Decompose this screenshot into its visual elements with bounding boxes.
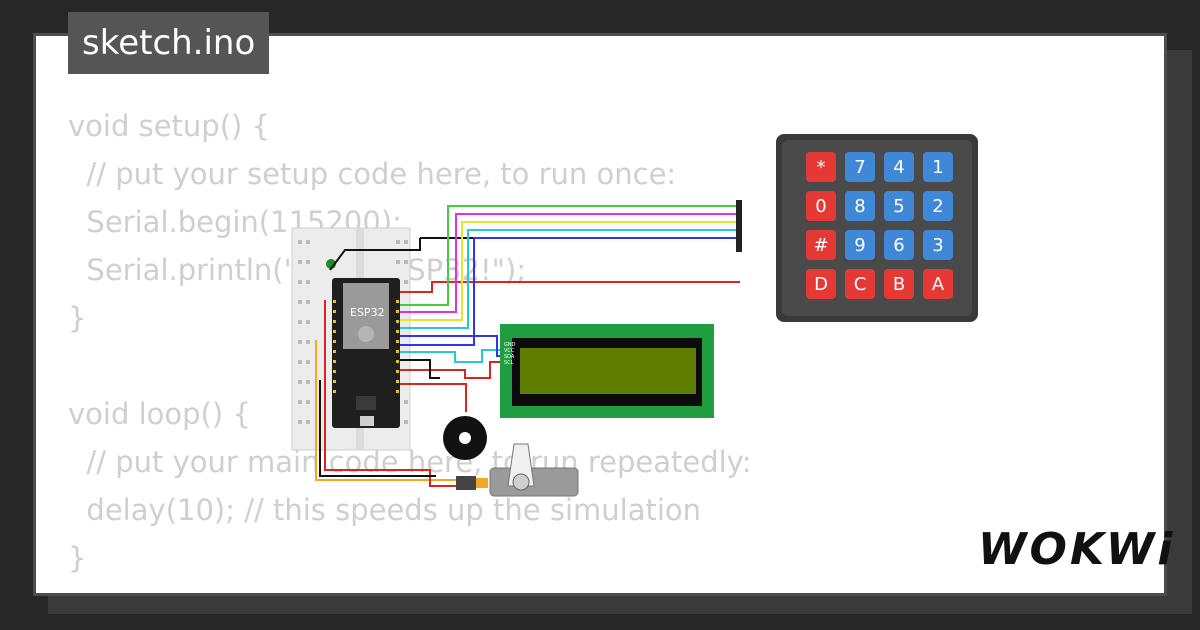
lcd-pin-gnd: GND	[504, 342, 516, 348]
file-tab[interactable]: sketch.ino	[68, 12, 270, 74]
keypad-key-3[interactable]: 3	[923, 230, 953, 260]
keypad-key-A[interactable]: A	[923, 269, 953, 299]
keypad-key-label: *	[817, 157, 826, 178]
wires	[315, 205, 740, 487]
esp32-board[interactable]: ESP32	[332, 278, 400, 428]
keypad-key-label: 7	[854, 157, 865, 178]
code-line: }	[68, 541, 87, 575]
keypad-key-label: 4	[893, 157, 904, 178]
lcd-display[interactable]: GND VCC SDA SCL	[500, 324, 714, 418]
lcd-pin-scl: SCL	[504, 360, 514, 366]
keypad-key-label: 5	[893, 196, 904, 217]
wokwi-logo: WOKWi	[978, 524, 1176, 575]
code-preview: void setup() { // put your setup code he…	[68, 102, 752, 582]
keypad-key-label: 1	[932, 157, 943, 178]
lcd-pin-vcc: VCC	[504, 348, 515, 354]
keypad-key-B[interactable]: B	[884, 269, 914, 299]
keypad-key-D[interactable]: D	[806, 269, 836, 299]
code-line: // put your setup code here, to run once…	[68, 157, 677, 191]
keypad-key-label: A	[932, 274, 945, 295]
keypad-key-label: 8	[854, 196, 865, 217]
code-line: void setup() {	[68, 109, 270, 143]
preview-card	[33, 33, 1167, 596]
keypad-key-label: 9	[854, 235, 865, 256]
code-line: void loop() {	[68, 397, 251, 431]
keypad-key-label: D	[814, 274, 828, 295]
keypad-key-4[interactable]: 4	[884, 152, 914, 182]
code-line: delay(10); // this speeds up the simulat…	[68, 493, 702, 527]
keypad-key-label: 2	[932, 196, 943, 217]
keypad-key-C[interactable]: C	[845, 269, 875, 299]
keypad-key-2[interactable]: 2	[923, 191, 953, 221]
keypad-key-label: 6	[893, 235, 904, 256]
servo-motor[interactable]	[456, 443, 579, 497]
keypad-key-label: C	[854, 274, 867, 295]
keypad-key-6[interactable]: 6	[884, 230, 914, 260]
esp32-label: ESP32	[350, 306, 385, 319]
keypad-key-1[interactable]: 1	[923, 152, 953, 182]
keypad-key-8[interactable]: 8	[845, 191, 875, 221]
keypad-key-label: B	[893, 274, 905, 295]
buzzer[interactable]	[443, 416, 487, 460]
keypad-key-0[interactable]: 0	[806, 191, 836, 221]
keypad-key-label: 3	[932, 235, 943, 256]
keypad-key-label: #	[813, 235, 828, 256]
code-line: }	[68, 301, 87, 335]
lcd-pin-sda: SDA	[504, 354, 515, 360]
keypad-key-label: 0	[815, 196, 826, 217]
code-line: // put your main code here, to run repea…	[68, 445, 752, 479]
keypad-key-#[interactable]: #	[806, 230, 836, 260]
keypad-key-*[interactable]: *	[806, 152, 836, 182]
keypad-key-9[interactable]: 9	[845, 230, 875, 260]
keypad-key-5[interactable]: 5	[884, 191, 914, 221]
keypad-key-7[interactable]: 7	[845, 152, 875, 182]
